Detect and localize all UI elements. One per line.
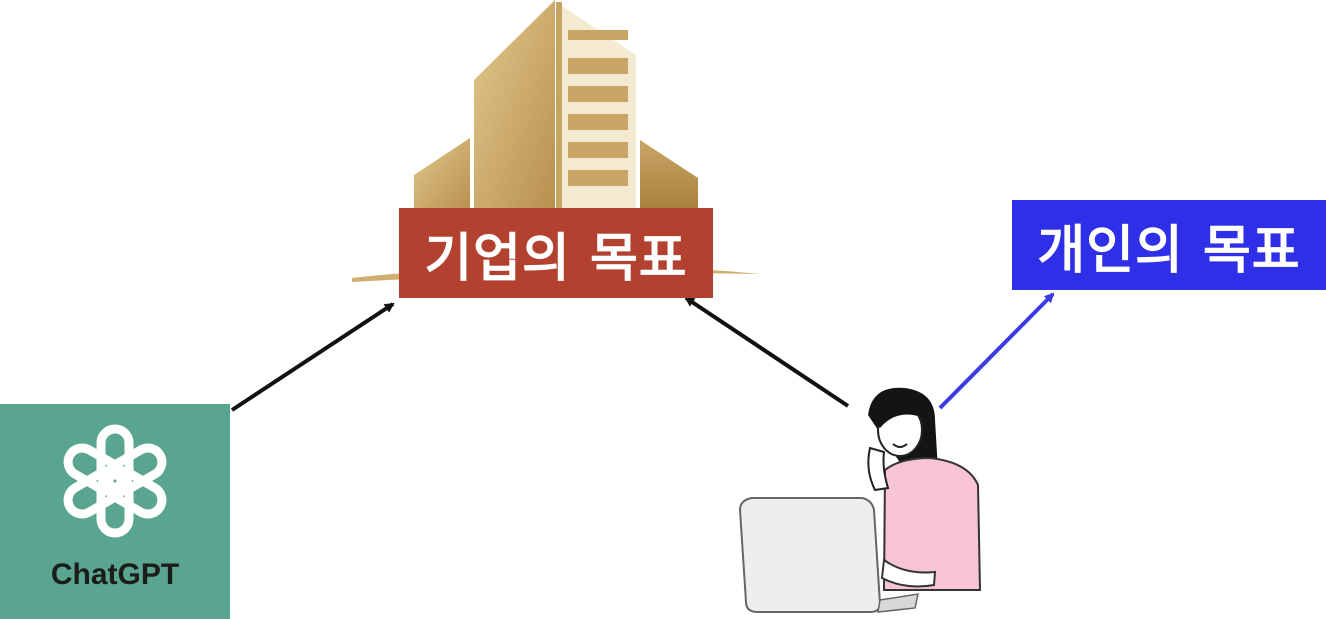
tower-windows bbox=[568, 30, 628, 186]
arrow-person-to-corporate-goal bbox=[684, 296, 850, 408]
arrow-chatgpt-to-corporate-goal bbox=[230, 302, 395, 412]
woman-at-laptop-illustration bbox=[738, 387, 982, 613]
corporate-goal-label: 기업의 목표 bbox=[399, 208, 713, 298]
arrow-person-to-personal-goal bbox=[938, 292, 1055, 410]
chatgpt-label: ChatGPT bbox=[50, 558, 180, 591]
openai-logo-icon bbox=[63, 424, 167, 538]
office-building-icon bbox=[352, 0, 760, 282]
chatgpt-tile bbox=[0, 404, 230, 619]
personal-goal-label: 개인의 목표 bbox=[1012, 200, 1326, 290]
